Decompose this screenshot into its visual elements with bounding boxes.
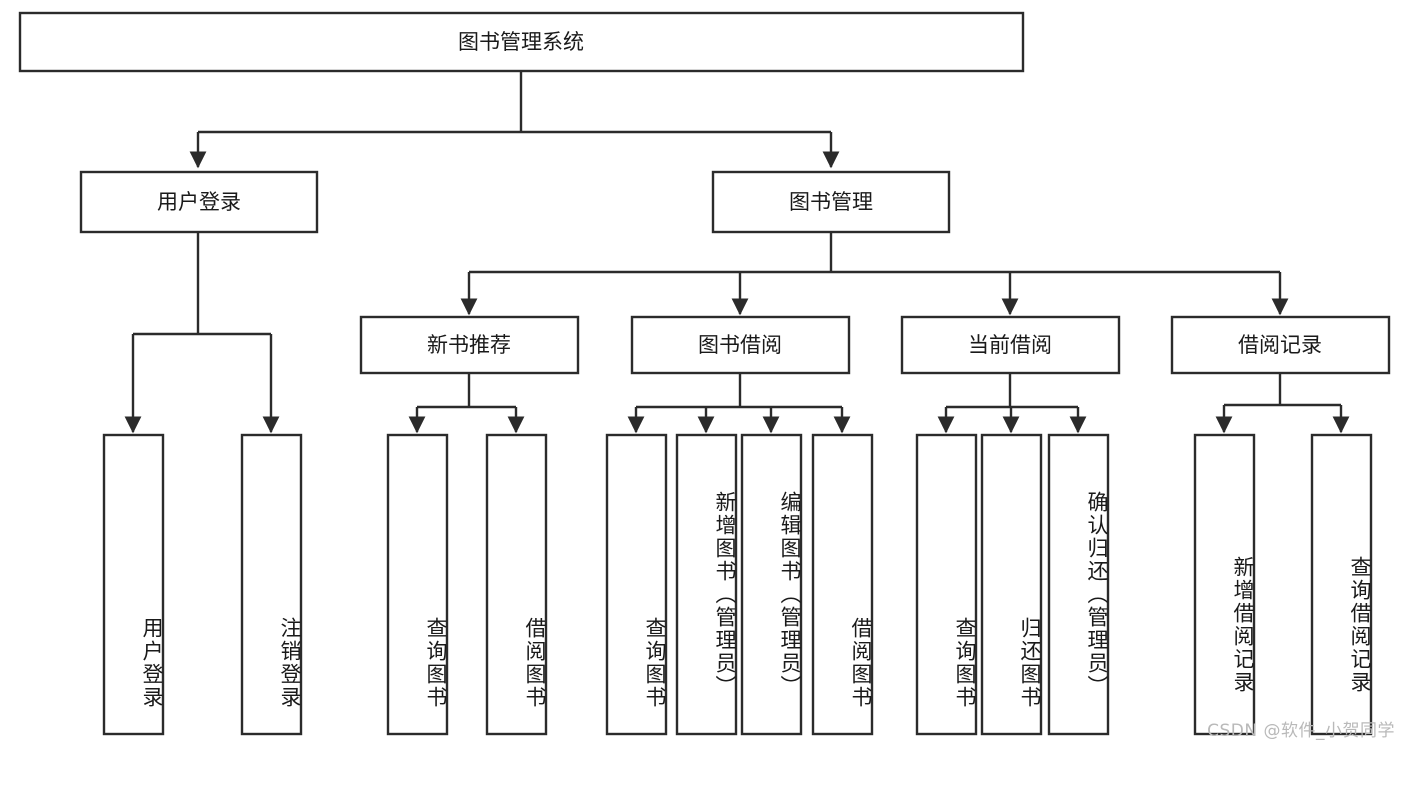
- node-leaf-borrow-book-1-box[interactable]: [485, 433, 548, 736]
- node-leaf-user-login-box[interactable]: [102, 433, 165, 736]
- node-new-book-recommend[interactable]: 新书推荐: [359, 315, 580, 375]
- node-leaf-add-record-box[interactable]: [1193, 433, 1256, 736]
- node-leaf-borrow-book-2-box[interactable]: [811, 433, 874, 736]
- node-leaf-return-book-box[interactable]: [980, 433, 1043, 736]
- node-current-borrow-label: 当前借阅: [968, 333, 1052, 357]
- flowchart-canvas: 图书管理系统 用户登录 图书管理 新书推荐 图书借阅 当前借阅 借阅记录: [18, 11, 1395, 741]
- watermark-text: CSDN @软件_小贺同学: [1207, 721, 1395, 741]
- node-book-borrow[interactable]: 图书借阅: [630, 315, 851, 375]
- node-user-login[interactable]: 用户登录: [79, 170, 319, 234]
- node-current-borrow-box[interactable]: [900, 315, 1121, 375]
- node-borrow-record-label: 借阅记录: [1238, 333, 1322, 357]
- connector-group-current-borrow: [937, 373, 1087, 434]
- node-book-management[interactable]: 图书管理: [711, 170, 951, 234]
- node-new-book-recommend-box[interactable]: [359, 315, 580, 375]
- node-leaf-add-book-box[interactable]: [675, 433, 738, 736]
- node-leaf-edit-book-box[interactable]: [740, 433, 803, 736]
- node-user-login-label: 用户登录: [157, 190, 241, 214]
- node-leaf-query-book-1-box[interactable]: [386, 433, 449, 736]
- node-root[interactable]: 图书管理系统: [18, 11, 1025, 73]
- node-leaf-query-record-box[interactable]: [1310, 433, 1373, 736]
- connector-group-user-login: [124, 232, 280, 434]
- node-book-borrow-box[interactable]: [630, 315, 851, 375]
- node-new-book-recommend-label: 新书推荐: [427, 333, 511, 357]
- node-root-box[interactable]: [18, 11, 1025, 73]
- connector-group-book-management: [460, 232, 1289, 316]
- node-user-login-box[interactable]: [79, 170, 319, 234]
- connector-group-new-book-recommend: [408, 373, 525, 434]
- node-book-borrow-label: 图书借阅: [698, 333, 782, 357]
- flowchart-svg: 图书管理系统 用户登录 图书管理 新书推荐 图书借阅 当前借阅 借阅记录: [18, 11, 1391, 736]
- node-current-borrow[interactable]: 当前借阅: [900, 315, 1121, 375]
- node-borrow-record[interactable]: 借阅记录: [1170, 315, 1391, 375]
- node-root-label: 图书管理系统: [458, 30, 584, 54]
- node-leaf-query-book-3-box[interactable]: [915, 433, 978, 736]
- connector-group-borrow-record: [1215, 373, 1350, 434]
- node-book-management-box[interactable]: [711, 170, 951, 234]
- node-leaf-confirm-return-box[interactable]: [1047, 433, 1110, 736]
- node-borrow-record-box[interactable]: [1170, 315, 1391, 375]
- connector-group-root: [189, 71, 840, 169]
- node-leaf-user-logout-box[interactable]: [240, 433, 303, 736]
- connector-group-book-borrow: [627, 373, 851, 434]
- node-book-management-label: 图书管理: [789, 190, 873, 214]
- node-leaf-query-book-2-box[interactable]: [605, 433, 668, 736]
